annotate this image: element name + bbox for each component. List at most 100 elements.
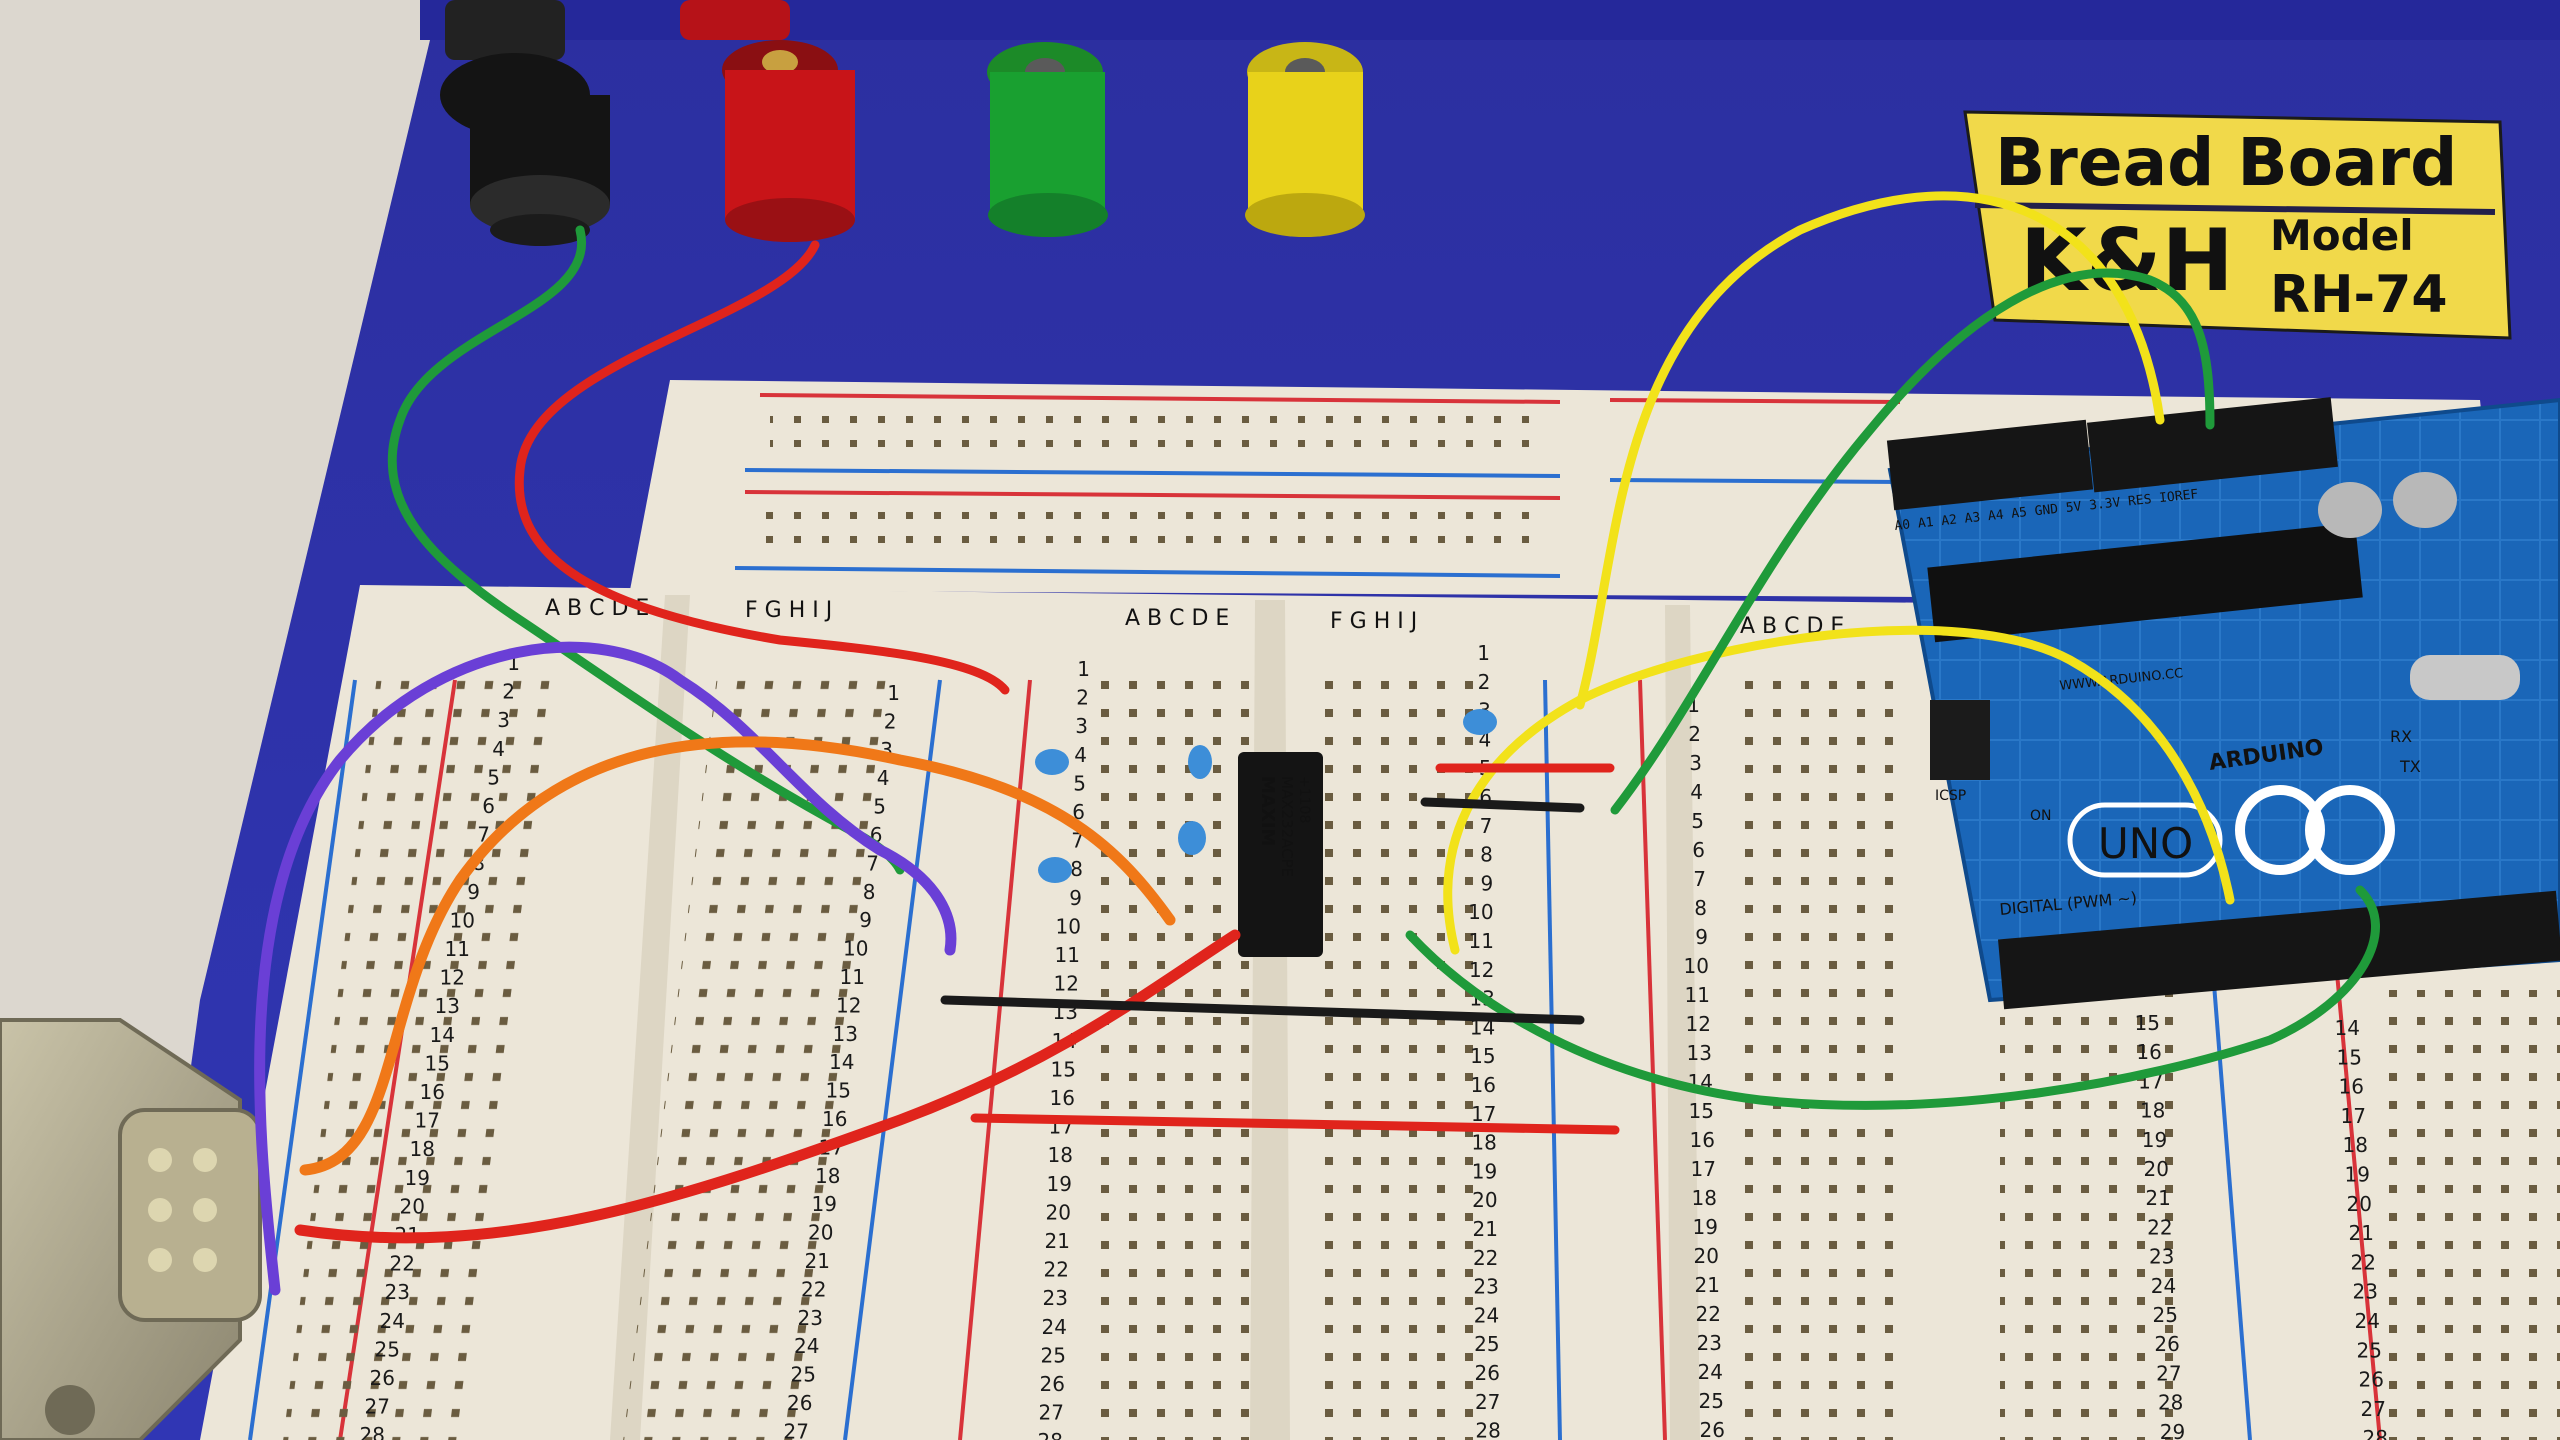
row-numbers-left: 1234567891011121314151617181920212223242… [360, 651, 520, 1440]
binding-post-red [680, 0, 855, 242]
row-number: 27 [365, 1395, 390, 1419]
row-number: 26 [1475, 1361, 1500, 1385]
row-number: 27 [784, 1419, 809, 1440]
row-number: 5 [873, 795, 886, 819]
row-number: 19 [405, 1166, 430, 1190]
row-number: 19 [2345, 1163, 2370, 1187]
row-number: 3 [497, 708, 510, 732]
row-numbers-far-right: 14151617181920212223242526272829 [2335, 1016, 2388, 1440]
row-number: 17 [1691, 1157, 1716, 1181]
capacitor-c4 [1038, 857, 1072, 883]
capacitor [2318, 482, 2382, 538]
row-number: 16 [2136, 1040, 2161, 1064]
row-number: 18 [1692, 1186, 1717, 1210]
row-number: 21 [2349, 1221, 2374, 1245]
row-number: 15 [2135, 1011, 2160, 1035]
icsp-header [1930, 700, 1990, 780]
row-number: 27 [2156, 1361, 2181, 1385]
row-number: 21 [1473, 1217, 1498, 1241]
row-number: 20 [808, 1221, 833, 1245]
row-number: 9 [1695, 925, 1708, 949]
row-number: 23 [798, 1306, 823, 1330]
row-number: 24 [794, 1334, 819, 1358]
wire-orange [299, 736, 1176, 1176]
row-number: 14 [2335, 1016, 2360, 1040]
row-number: 16 [1471, 1073, 1496, 1097]
wire-yellow-power [1575, 191, 2165, 710]
row-number: 5 [1691, 809, 1704, 833]
row-number: 10 [1684, 954, 1709, 978]
row-number: 10 [1056, 914, 1081, 938]
row-number: 11 [1685, 983, 1710, 1007]
row-number: 10 [843, 937, 868, 961]
row-number: 8 [1480, 843, 1493, 867]
row-number: 27 [1475, 1390, 1500, 1414]
row-number: 9 [1069, 886, 1082, 910]
row-number: 12 [1054, 972, 1079, 996]
power-header [2086, 397, 2338, 493]
capacitor-c3 [1178, 821, 1206, 855]
row-number: 18 [2343, 1133, 2368, 1157]
binding-post-black [440, 0, 610, 246]
row-number: 22 [1044, 1258, 1069, 1282]
row-number: 14 [829, 1050, 854, 1074]
icsp-label: ICSP [1935, 788, 1966, 804]
row-number: 15 [425, 1051, 450, 1075]
row-number: 2 [1076, 686, 1089, 710]
row-number: 4 [492, 737, 505, 761]
row-numbers-center-left: 1234567891011121314151617181920212223242… [1038, 657, 1090, 1440]
row-number: 26 [1040, 1372, 1065, 1396]
wire-black-jumper [1420, 797, 1585, 813]
row-number: 24 [2151, 1274, 2176, 1298]
row-number: 18 [815, 1164, 840, 1188]
row-number: 19 [1047, 1172, 1072, 1196]
capacitor-c5 [1463, 709, 1497, 735]
max232-ic: MAXIM MAX232ACPE +1108 [1238, 752, 1323, 957]
row-number: 9 [467, 880, 480, 904]
row-number: 12 [1469, 958, 1494, 982]
capacitor-c1 [1035, 749, 1069, 775]
chip-part-number: MAX232ACPE [1278, 776, 1296, 877]
chip-date-code: +1108 [1296, 776, 1312, 823]
row-number: 22 [2351, 1250, 2376, 1274]
row-number: 23 [1697, 1331, 1722, 1355]
uno-label: UNO [2098, 819, 2193, 868]
row-number: 2 [502, 680, 515, 704]
row-number: 21 [1695, 1273, 1720, 1297]
row-number: 20 [2347, 1192, 2372, 1216]
row-number: 16 [822, 1107, 847, 1131]
row-number: 13 [435, 994, 460, 1018]
row-number: 24 [1474, 1303, 1499, 1327]
row-number: 16 [420, 1080, 445, 1104]
row-number: 26 [787, 1391, 812, 1415]
row-number: 23 [1043, 1286, 1068, 1310]
row-number: 26 [2359, 1368, 2384, 1392]
row-number: 21 [2145, 1186, 2170, 1210]
row-number: 5 [1073, 771, 1086, 795]
row-number: 28 [2363, 1426, 2388, 1440]
analog-header [1886, 419, 2094, 511]
row-number: 19 [1472, 1159, 1497, 1183]
row-number: 8 [863, 880, 876, 904]
row-number: 24 [380, 1309, 405, 1333]
row-number: 6 [1692, 838, 1705, 862]
row-number: 20 [2144, 1157, 2169, 1181]
row-number: 14 [430, 1023, 455, 1047]
row-number: 16 [2339, 1075, 2364, 1099]
row-number: 18 [1471, 1131, 1496, 1155]
row-number: 29 [2160, 1420, 2185, 1440]
row-number: 26 [1700, 1418, 1725, 1440]
row-number: 15 [1051, 1057, 1076, 1081]
binding-post-green [987, 42, 1108, 237]
row-number: 19 [2142, 1128, 2167, 1152]
row-number: 4 [1690, 780, 1703, 804]
row-number: 20 [1694, 1244, 1719, 1268]
row-number: 25 [791, 1363, 816, 1387]
row-number: 4 [1074, 743, 1087, 767]
row-number: 2 [1478, 670, 1491, 694]
row-number: 17 [1471, 1102, 1496, 1126]
row-number: 21 [1045, 1229, 1070, 1253]
row-number: 12 [440, 966, 465, 990]
